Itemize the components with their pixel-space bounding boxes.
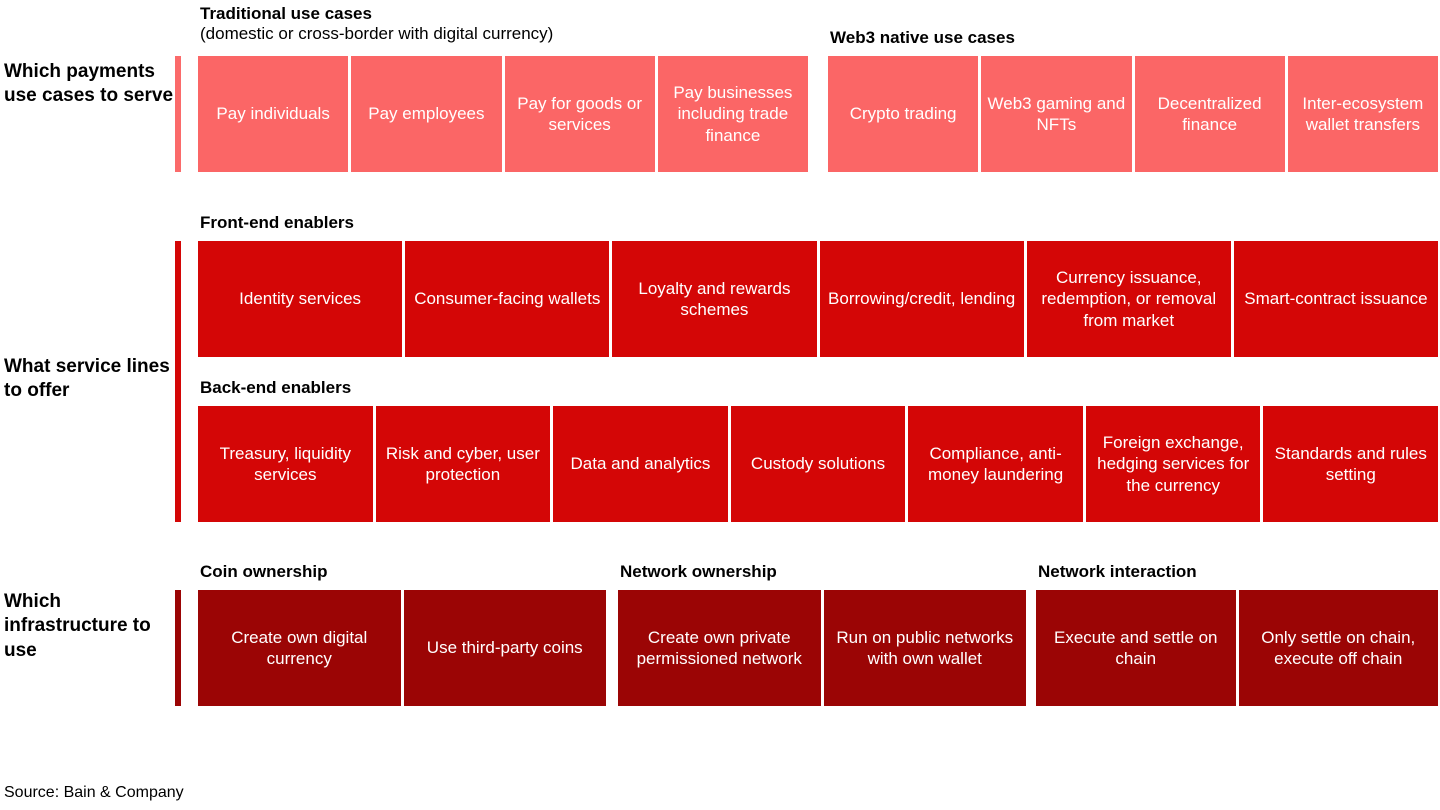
cell-execute-and-settle-on-chain[interactable]: Execute and settle on chain: [1036, 590, 1236, 706]
cell-borrowing-credit-lending[interactable]: Borrowing/credit, lending: [819, 241, 1024, 357]
group-title-back-end-enablers: Back-end enablers: [200, 378, 352, 397]
cell-decentralized-finance[interactable]: Decentralized finance: [1134, 56, 1285, 172]
group-strip-network-ownership: Create own private permissioned network …: [618, 590, 1026, 706]
cell-data-and-analytics[interactable]: Data and analytics: [553, 406, 728, 522]
group-title-network-ownership: Network ownership: [620, 562, 777, 581]
cell-identity-services[interactable]: Identity services: [198, 241, 403, 357]
cell-pay-employees[interactable]: Pay employees: [351, 56, 502, 172]
cell-crypto-trading[interactable]: Crypto trading: [828, 56, 979, 172]
group-strip-web3-native-use-cases: Crypto trading Web3 gaming and NFTs Dece…: [828, 56, 1438, 172]
cell-consumer-facing-wallets[interactable]: Consumer-facing wallets: [405, 241, 610, 357]
group-header-back-end-enablers: Back-end enablers: [200, 378, 351, 398]
group-header-front-end-enablers: Front-end enablers: [200, 213, 354, 233]
group-header-network-interaction: Network interaction: [1038, 562, 1197, 582]
cell-web3-gaming-and-nfts[interactable]: Web3 gaming and NFTs: [981, 56, 1132, 172]
cell-standards-and-rules-setting[interactable]: Standards and rules setting: [1263, 406, 1439, 522]
group-strip-network-interaction: Execute and settle on chain Only settle …: [1036, 590, 1438, 706]
cell-pay-individuals[interactable]: Pay individuals: [198, 56, 349, 172]
row-label-infrastructure: Which infrastructure to use: [4, 591, 151, 661]
group-title-web3-native-use-cases: Web3 native use cases: [830, 28, 1015, 47]
group-title-network-interaction: Network interaction: [1038, 562, 1197, 581]
group-header-coin-ownership: Coin ownership: [200, 562, 328, 582]
group-strip-coin-ownership: Create own digital currency Use third-pa…: [198, 590, 606, 706]
group-header-traditional-use-cases: Traditional use cases (domestic or cross…: [200, 4, 553, 45]
source-note: Source: Bain & Company: [4, 784, 184, 801]
cell-create-own-private-permissioned-network[interactable]: Create own private permissioned network: [618, 590, 821, 706]
group-title-traditional-use-cases: Traditional use cases: [200, 4, 372, 23]
cell-smart-contract-issuance[interactable]: Smart-contract issuance: [1233, 241, 1439, 357]
cell-currency-issuance-redemption-removal[interactable]: Currency issuance, redemption, or remova…: [1026, 241, 1231, 357]
cell-compliance-anti-money-laundering[interactable]: Compliance, anti-money laundering: [908, 406, 1083, 522]
cell-treasury-liquidity-services[interactable]: Treasury, liquidity services: [198, 406, 373, 522]
group-title-front-end-enablers: Front-end enablers: [200, 213, 354, 232]
accent-bar-infrastructure: [175, 590, 181, 706]
group-header-web3-native-use-cases: Web3 native use cases: [830, 28, 1015, 48]
cell-run-on-public-networks-with-own-wallet[interactable]: Run on public networks with own wallet: [823, 590, 1026, 706]
cell-risk-and-cyber-user-protection[interactable]: Risk and cyber, user protection: [375, 406, 551, 522]
row-label-service-lines: What service lines to offer: [4, 356, 170, 402]
cell-pay-for-goods-or-services[interactable]: Pay for goods or services: [504, 56, 655, 172]
group-strip-traditional-use-cases: Pay individuals Pay employees Pay for go…: [198, 56, 808, 172]
cell-foreign-exchange-hedging-services[interactable]: Foreign exchange, hedging services for t…: [1085, 406, 1261, 522]
cell-create-own-digital-currency[interactable]: Create own digital currency: [198, 590, 401, 706]
row-label-payments-use-cases: Which payments use cases to serve: [4, 61, 174, 107]
cell-custody-solutions[interactable]: Custody solutions: [730, 406, 906, 522]
group-header-network-ownership: Network ownership: [620, 562, 777, 582]
group-title-coin-ownership: Coin ownership: [200, 562, 328, 581]
group-strip-back-end-enablers: Treasury, liquidity services Risk and cy…: [198, 406, 1439, 522]
group-subtitle-traditional-use-cases: (domestic or cross-border with digital c…: [200, 24, 554, 44]
cell-use-third-party-coins[interactable]: Use third-party coins: [403, 590, 606, 706]
cell-only-settle-on-chain-execute-off-chain[interactable]: Only settle on chain, execute off chain: [1238, 590, 1438, 706]
accent-bar-payments-use-cases: [175, 56, 181, 172]
cell-loyalty-and-rewards-schemes[interactable]: Loyalty and rewards schemes: [612, 241, 817, 357]
cell-inter-ecosystem-wallet-transfers[interactable]: Inter-ecosystem wallet transfers: [1287, 56, 1438, 172]
cell-pay-businesses-trade-finance[interactable]: Pay businesses including trade finance: [657, 56, 808, 172]
accent-bar-service-lines: [175, 241, 181, 522]
group-strip-front-end-enablers: Identity services Consumer-facing wallet…: [198, 241, 1439, 357]
